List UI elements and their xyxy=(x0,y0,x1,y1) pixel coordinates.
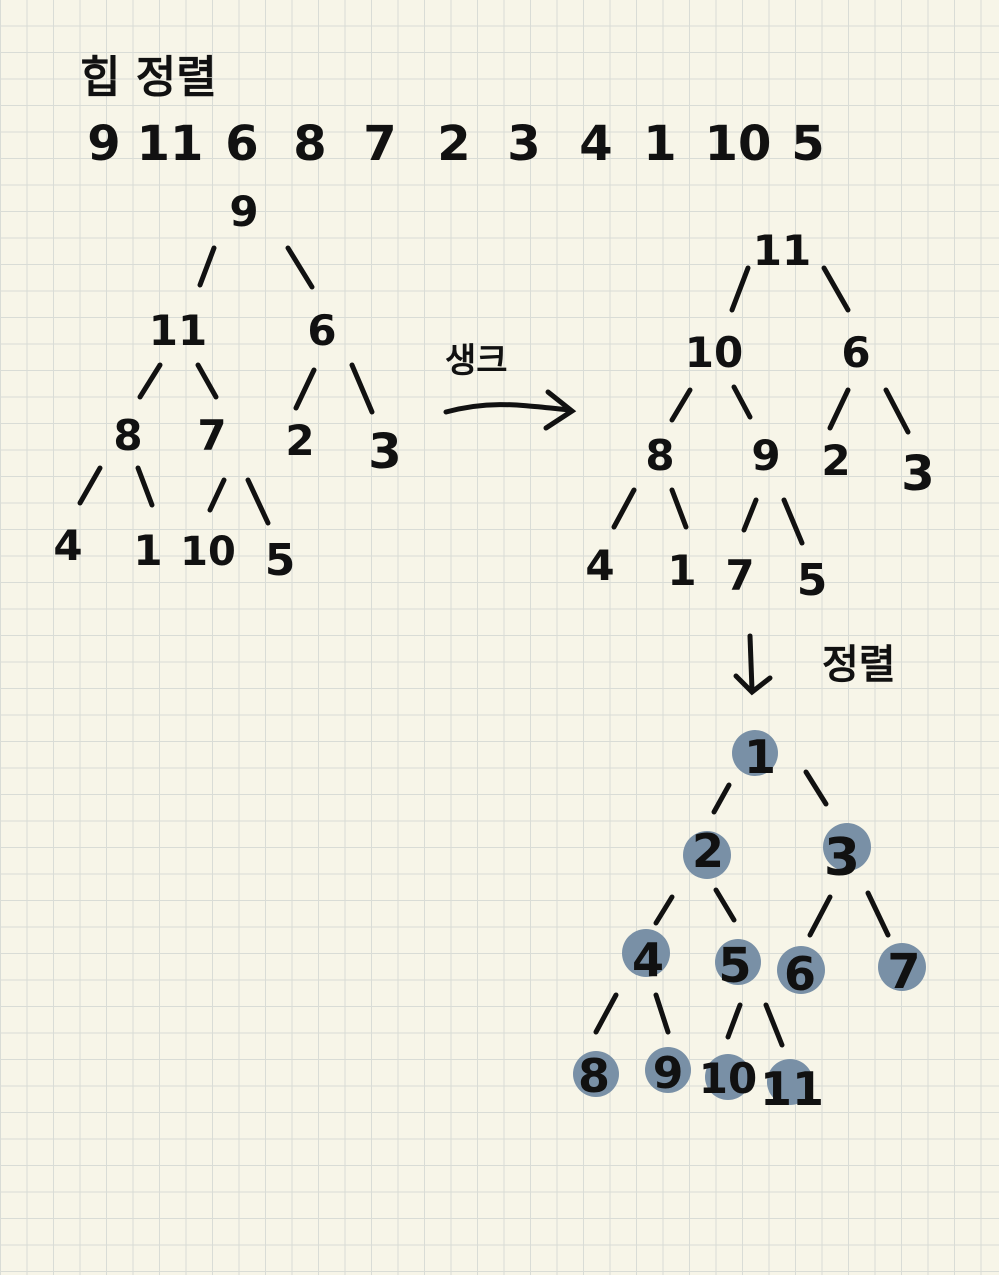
array-item: 5 xyxy=(791,116,824,172)
highlight-dot xyxy=(645,1047,691,1093)
tree-edge xyxy=(135,465,155,508)
down-arrow-icon xyxy=(733,673,773,696)
tree-edge xyxy=(741,497,759,533)
tree-edge xyxy=(729,265,751,313)
tree-node: 6 xyxy=(784,947,816,1001)
tree-node: 9 xyxy=(653,1048,684,1099)
build-heap-step: 생크 xyxy=(443,341,577,431)
array-item: 4 xyxy=(579,116,612,172)
tree-edge xyxy=(77,465,103,506)
diagram-title: 힙 정렬 xyxy=(80,52,217,103)
tree-node: 10 xyxy=(685,328,743,377)
tree-node: 4 xyxy=(632,933,664,987)
tree-node: 2 xyxy=(692,824,724,878)
array-item: 2 xyxy=(437,116,470,172)
tree-node: 3 xyxy=(901,446,934,502)
tree-node: 11 xyxy=(753,226,811,275)
tree-edge xyxy=(883,387,911,435)
tree-edge xyxy=(731,384,753,420)
tree-node: 9 xyxy=(229,187,258,236)
tree-node: 10 xyxy=(180,529,236,575)
tree-node: 4 xyxy=(53,521,82,570)
right-arrow-head xyxy=(543,389,577,431)
tree-edge xyxy=(781,497,805,546)
tree-node: 5 xyxy=(797,555,828,606)
tree-node: 1 xyxy=(667,546,696,595)
highlight-dot xyxy=(715,939,761,985)
tree-node: 11 xyxy=(149,306,207,355)
tree-edge xyxy=(293,367,317,411)
sort-step: 정렬 xyxy=(733,633,896,696)
array-item: 10 xyxy=(705,116,772,172)
tree-node: 6 xyxy=(841,328,870,377)
tree-node: 8 xyxy=(113,411,142,460)
tree-node: 2 xyxy=(821,436,850,485)
tree-edge xyxy=(285,245,315,290)
array-item: 9 xyxy=(87,116,120,172)
tree-node: 10 xyxy=(699,1054,757,1103)
tree-node: 8 xyxy=(645,431,674,480)
sort-label: 정렬 xyxy=(822,642,896,688)
tree-node: 2 xyxy=(285,416,314,465)
input-array: 9 11 6 8 7 2 3 4 1 10 5 xyxy=(87,116,824,172)
tree-node: 3 xyxy=(368,424,401,480)
tree-node: 7 xyxy=(197,411,226,460)
tree-node: 5 xyxy=(265,535,296,586)
tree-node: 4 xyxy=(585,541,614,590)
tree-edge xyxy=(725,1002,743,1040)
tree-edge xyxy=(711,782,732,815)
highlight-dot xyxy=(777,946,825,994)
right-arrow-icon xyxy=(443,402,573,415)
tree-edge xyxy=(713,887,737,923)
tree-edge xyxy=(763,1002,785,1048)
tree-node: 1 xyxy=(133,526,162,575)
sorted-tree: 1 2 3 4 5 6 7 8 9 10 11 xyxy=(573,730,926,1116)
tree-edge xyxy=(197,245,217,288)
highlight-dot xyxy=(573,1051,619,1097)
highlight-dot xyxy=(622,929,670,977)
array-item: 1 xyxy=(643,116,676,172)
tree-node: 11 xyxy=(760,1062,824,1116)
tree-edge xyxy=(669,487,689,530)
array-item: 6 xyxy=(225,116,258,172)
tree-edge xyxy=(653,894,675,926)
tree-node: 7 xyxy=(725,551,754,600)
tree-edge xyxy=(821,265,851,313)
initial-tree: 9 11 6 8 7 2 3 4 1 10 5 xyxy=(53,187,401,586)
tree-node: 6 xyxy=(307,306,336,355)
tree-edge xyxy=(653,992,671,1035)
heap-tree: 11 10 6 8 9 2 3 4 1 7 5 xyxy=(585,226,934,606)
highlight-dot xyxy=(705,1054,751,1100)
tree-node: 8 xyxy=(578,1049,610,1103)
array-item: 11 xyxy=(137,116,204,172)
tree-edge xyxy=(865,890,891,938)
highlight-dot xyxy=(878,943,926,991)
highlight-dot xyxy=(732,730,778,776)
tree-edge xyxy=(807,894,833,938)
highlight-dot xyxy=(823,823,871,871)
highlight-dot xyxy=(683,831,731,879)
tree-node: 9 xyxy=(751,431,780,480)
down-arrow-shaft xyxy=(747,633,755,693)
highlight-dot xyxy=(767,1059,813,1105)
tree-edge xyxy=(669,387,693,423)
tree-edge xyxy=(195,362,219,400)
tree-node: 1 xyxy=(744,730,776,784)
tree-edge xyxy=(137,362,163,400)
array-item: 3 xyxy=(507,116,540,172)
tree-edge xyxy=(827,387,851,431)
tree-edge xyxy=(593,992,619,1035)
tree-node: 5 xyxy=(718,938,751,994)
tree-edge xyxy=(803,769,829,807)
tree-edge xyxy=(611,487,637,530)
array-item: 8 xyxy=(293,116,326,172)
tree-node: 7 xyxy=(887,944,920,1000)
tree-node: 3 xyxy=(824,828,860,888)
tree-edge xyxy=(349,362,375,415)
array-item: 7 xyxy=(363,116,396,172)
tree-edge xyxy=(207,477,227,513)
build-heap-label: 생크 xyxy=(445,341,508,381)
tree-edge xyxy=(245,477,271,526)
